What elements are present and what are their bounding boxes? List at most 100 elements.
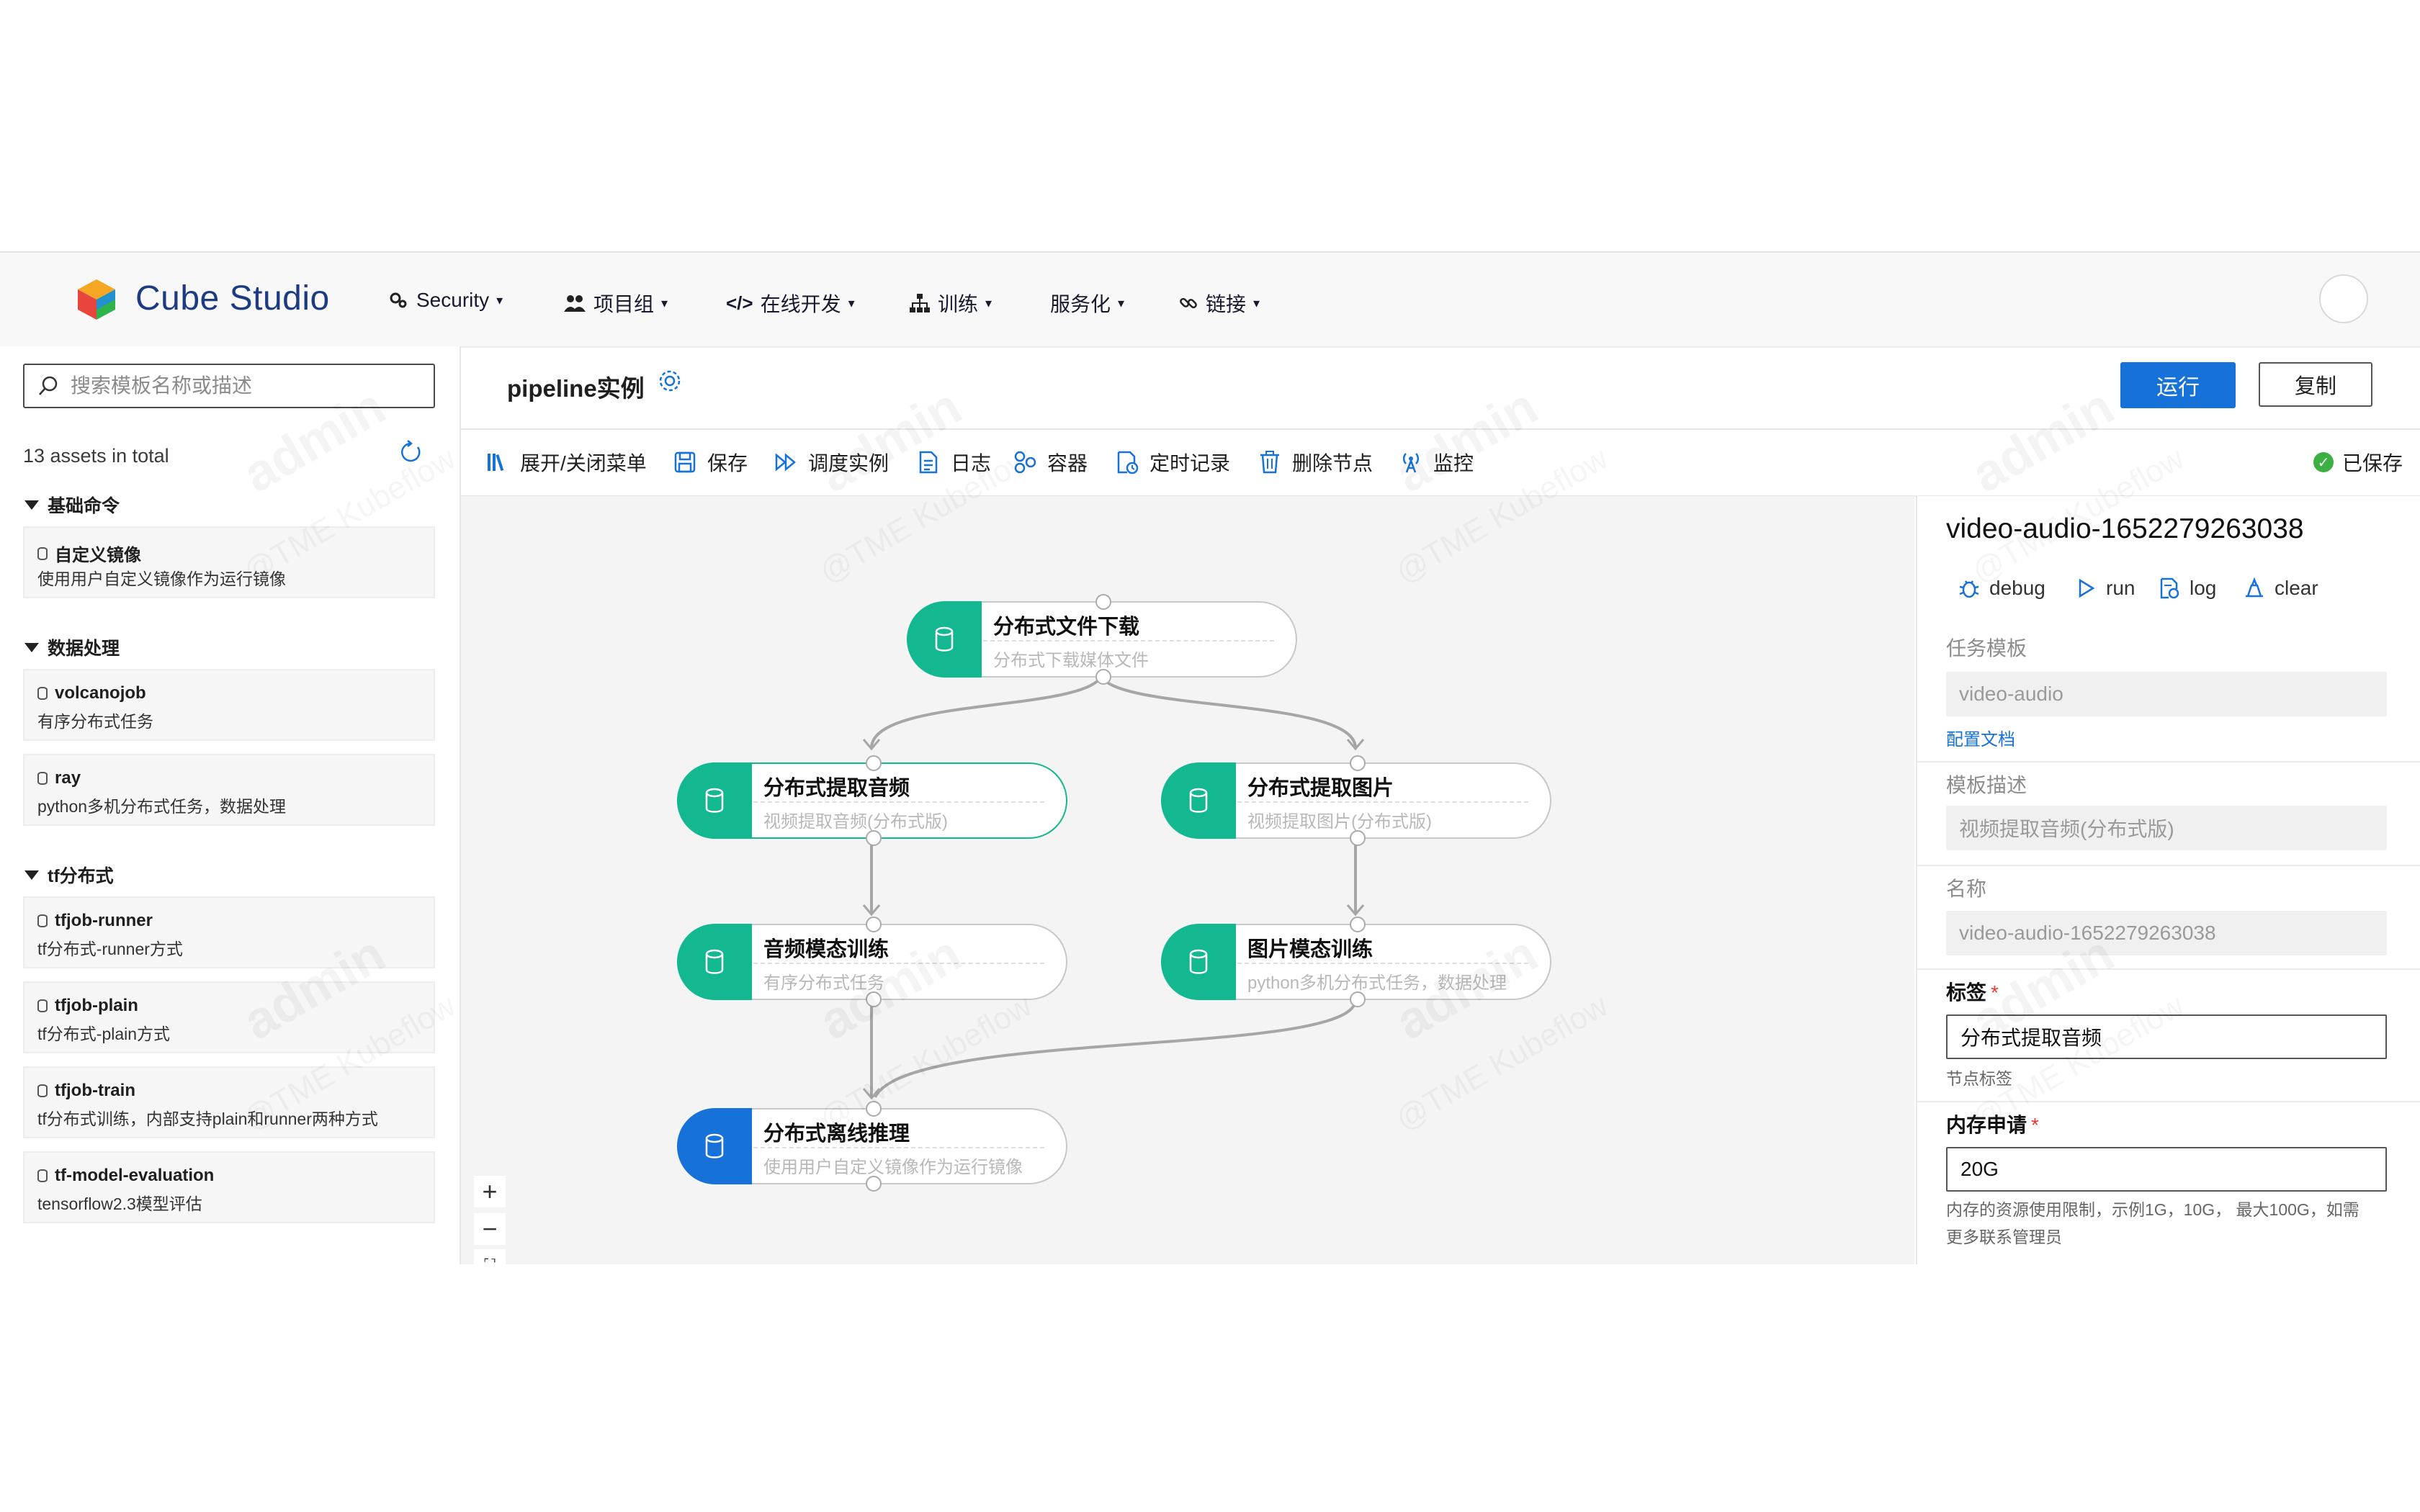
antenna-icon (1402, 453, 1420, 473)
database-icon (37, 999, 48, 1012)
sitemap-icon (910, 294, 930, 312)
refresh-icon[interactable] (398, 440, 423, 464)
log-action[interactable]: log (2158, 577, 2216, 600)
node-icon-bg (677, 924, 752, 1000)
copy-button[interactable]: 复制 (2259, 362, 2372, 407)
check-circle-icon: ✓ (2313, 452, 2334, 472)
nav-training[interactable]: 训练▾ (909, 289, 992, 318)
template-card-tfjob-plain[interactable]: tfjob-plain tf分布式-plain方式 (23, 981, 435, 1053)
arrowhead (862, 739, 881, 751)
output-port[interactable] (1350, 830, 1366, 846)
toolbar-timer-records[interactable]: 定时记录 (1115, 448, 1230, 477)
node-divider (753, 801, 1044, 803)
template-name: tfjob-plain (55, 996, 138, 1015)
caret-down-icon: ▾ (1118, 295, 1125, 310)
memory-label: 内存申请* (1946, 1110, 2039, 1138)
pipeline-node-audio-training[interactable]: 音频模态训练 有序分布式任务 (677, 917, 1067, 1007)
fit-view-icon[interactable]: ⛶ (474, 1249, 506, 1264)
input-port[interactable] (866, 1101, 882, 1117)
database-icon (705, 949, 724, 974)
tag-input[interactable]: 分布式提取音频 (1946, 1014, 2387, 1059)
input-port[interactable] (1350, 755, 1366, 771)
clear-action[interactable]: clear (2243, 577, 2318, 600)
node-title: 分布式离线推理 (763, 1122, 910, 1146)
memory-input[interactable]: 20G (1946, 1147, 2387, 1192)
cube-logo-icon[interactable] (75, 278, 118, 321)
toolbar-schedule-instances[interactable]: 调度实例 (774, 448, 889, 477)
toolbar-containers[interactable]: 容器 (1013, 448, 1088, 477)
collapse-triangle-icon (24, 870, 39, 880)
template-desc: python多机分布式任务，数据处理 (37, 797, 287, 816)
pipeline-node-extract-audio[interactable]: 分布式提取音频 视频提取音频(分布式版) (677, 755, 1067, 846)
template-card-volcanojob[interactable]: volcanojob 有序分布式任务 (23, 669, 435, 741)
output-port[interactable] (1350, 991, 1366, 1007)
memory-hint-line2: 更多联系管理员 (1946, 1228, 2062, 1246)
input-port[interactable] (866, 917, 882, 932)
template-search[interactable] (23, 364, 435, 408)
toolbar-label: 保存 (707, 452, 748, 474)
category-basic-commands[interactable]: 基础命令 (24, 492, 120, 518)
debug-action[interactable]: debug (1958, 577, 2045, 600)
input-port[interactable] (1350, 917, 1366, 932)
toolbar-toggle-menu[interactable]: 展开/关闭菜单 (485, 448, 647, 477)
arrowhead (862, 1088, 881, 1100)
category-data-processing[interactable]: 数据处理 (24, 634, 120, 660)
database-icon (37, 546, 48, 560)
template-card-custom-image[interactable]: 自定义镜像 使用用户自定义镜像作为运行镜像 (23, 526, 435, 598)
edge-imagetrain-to-inference (874, 999, 1357, 1098)
gear-icon[interactable] (657, 368, 683, 394)
config-doc-link[interactable]: 配置文档 (1946, 730, 2015, 750)
pipeline-title[interactable]: pipeline实例 (507, 375, 645, 402)
arrowhead (1346, 739, 1365, 751)
zoom-in-button[interactable]: + (474, 1176, 506, 1207)
template-card-ray[interactable]: ray python多机分布式任务，数据处理 (23, 754, 435, 826)
task-template-field: video-audio (1946, 672, 2387, 716)
nav-links[interactable]: 链接▾ (1178, 289, 1260, 318)
container-icon (1014, 451, 1036, 474)
input-port[interactable] (1095, 594, 1111, 610)
nav-serving[interactable]: 服务化▾ (1050, 289, 1124, 318)
pipeline-node-image-training[interactable]: 图片模态训练 python多机分布式任务，数据处理 (1161, 917, 1551, 1007)
tag-label: 标签* (1946, 977, 1999, 1006)
output-port[interactable] (1095, 669, 1111, 685)
search-input[interactable] (69, 374, 434, 398)
database-icon (1189, 949, 1208, 974)
fast-forward-icon (775, 453, 796, 472)
category-tf-distributed[interactable]: tf分布式 (24, 862, 114, 888)
output-port[interactable] (866, 830, 882, 846)
toolbar-label: 删除节点 (1292, 452, 1373, 474)
pipeline-canvas[interactable]: 分布式文件下载 分布式下载媒体文件 分布式提取音频 视频提取音频(分布式版) 分… (461, 496, 1914, 1264)
zoom-out-button[interactable]: − (474, 1213, 506, 1245)
toolbar-logs[interactable]: 日志 (916, 448, 991, 477)
pipeline-node-offline-inference[interactable]: 分布式离线推理 使用用户自定义镜像作为运行镜像 (677, 1101, 1067, 1192)
divider (1917, 761, 2420, 762)
template-card-tfjob-train[interactable]: tfjob-train tf分布式训练，内部支持plain和runner两种方式 (23, 1066, 435, 1138)
edge-download-to-image (1100, 675, 1357, 749)
template-card-tf-model-evaluation[interactable]: tf-model-evaluation tensorflow2.3模型评估 (23, 1151, 435, 1223)
panel-title: video-audio-1652279263038 (1946, 513, 2304, 544)
user-avatar[interactable] (2319, 274, 2368, 323)
output-port[interactable] (866, 991, 882, 1007)
top-navbar: Cube Studio Security▾ 项目组▾ </> 在线开发▾ 训练▾… (0, 253, 2420, 348)
database-icon (37, 687, 48, 700)
brand-name[interactable]: Cube Studio (135, 279, 330, 318)
app-window: Cube Studio Security▾ 项目组▾ </> 在线开发▾ 训练▾… (0, 251, 2420, 1264)
saved-status: ✓ 已保存 (2313, 448, 2403, 477)
output-port[interactable] (866, 1176, 882, 1192)
node-title: 分布式文件下载 (993, 616, 1140, 639)
toolbar-save[interactable]: 保存 (673, 448, 748, 477)
template-card-tfjob-runner[interactable]: tfjob-runner tf分布式-runner方式 (23, 896, 435, 968)
pipeline-node-extract-image[interactable]: 分布式提取图片 视频提取图片(分布式版) (1161, 755, 1551, 846)
code-icon: </> (726, 292, 753, 314)
input-port[interactable] (866, 755, 882, 771)
toolbar-monitor[interactable]: 监控 (1399, 448, 1474, 477)
node-desc: 视频提取音频(分布式版) (763, 812, 948, 832)
nav-security[interactable]: Security▾ (387, 289, 503, 312)
pipeline-node-file-download[interactable]: 分布式文件下载 分布式下载媒体文件 (907, 594, 1297, 685)
nav-project-group[interactable]: 项目组▾ (563, 289, 668, 318)
run-button[interactable]: 运行 (2120, 362, 2236, 408)
run-action[interactable]: run (2074, 577, 2135, 600)
toolbar-delete-node[interactable]: 删除节点 (1258, 448, 1373, 477)
name-field: video-audio-1652279263038 (1946, 911, 2387, 955)
nav-online-dev[interactable]: </> 在线开发▾ (726, 289, 855, 318)
